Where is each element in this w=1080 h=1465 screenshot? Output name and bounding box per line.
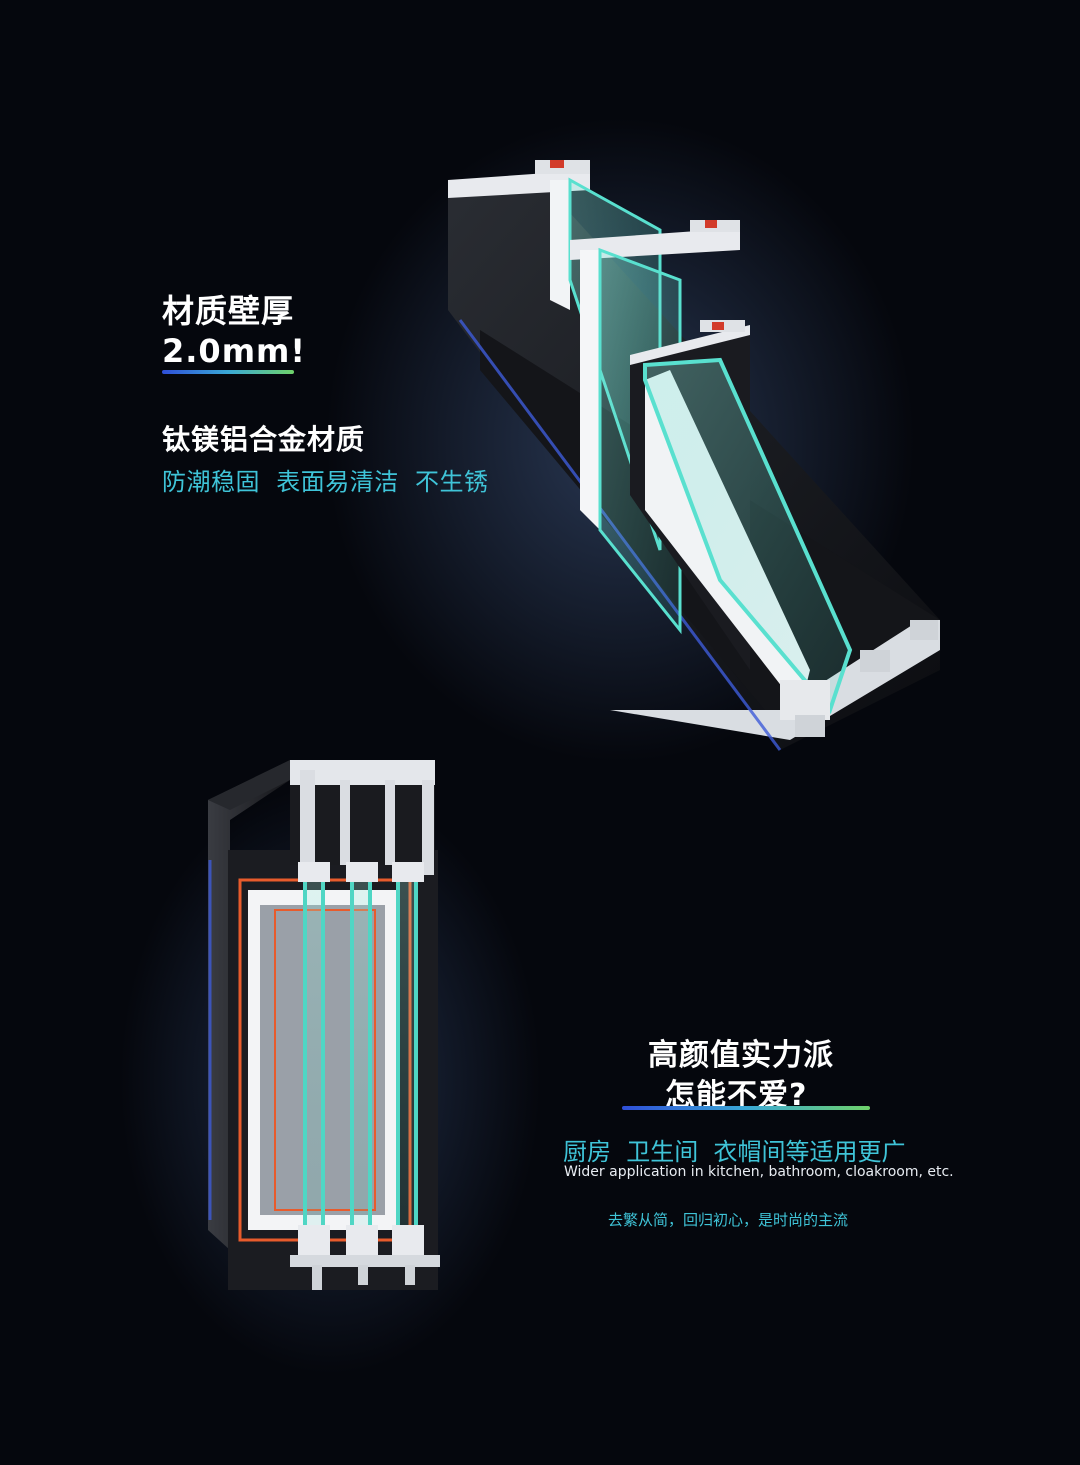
section2-slogan: 去繁从简，回归初心，是时尚的主流 — [608, 1211, 849, 1229]
section2-usage-cn: 厨房 卫生间 衣帽间等适用更广 — [563, 1138, 906, 1166]
sliding-window-profile-image — [448, 160, 940, 751]
section2-title-line1: 高颜值实力派 — [648, 1038, 834, 1073]
section1-gradient-underline — [162, 370, 294, 374]
section1-title-line2: 2.0mm! — [162, 332, 306, 370]
section1-title-line1: 材质壁厚 — [162, 292, 295, 330]
section1-subtitle: 钛镁铝合金材质 — [162, 423, 366, 456]
section2-usage-en: Wider application in kitchen, bathroom, … — [564, 1164, 954, 1180]
triple-track-frame-image — [208, 760, 440, 1290]
section2-gradient-underline — [622, 1106, 870, 1110]
section1-features: 防潮稳固 表面易清洁 不生锈 — [162, 468, 489, 496]
